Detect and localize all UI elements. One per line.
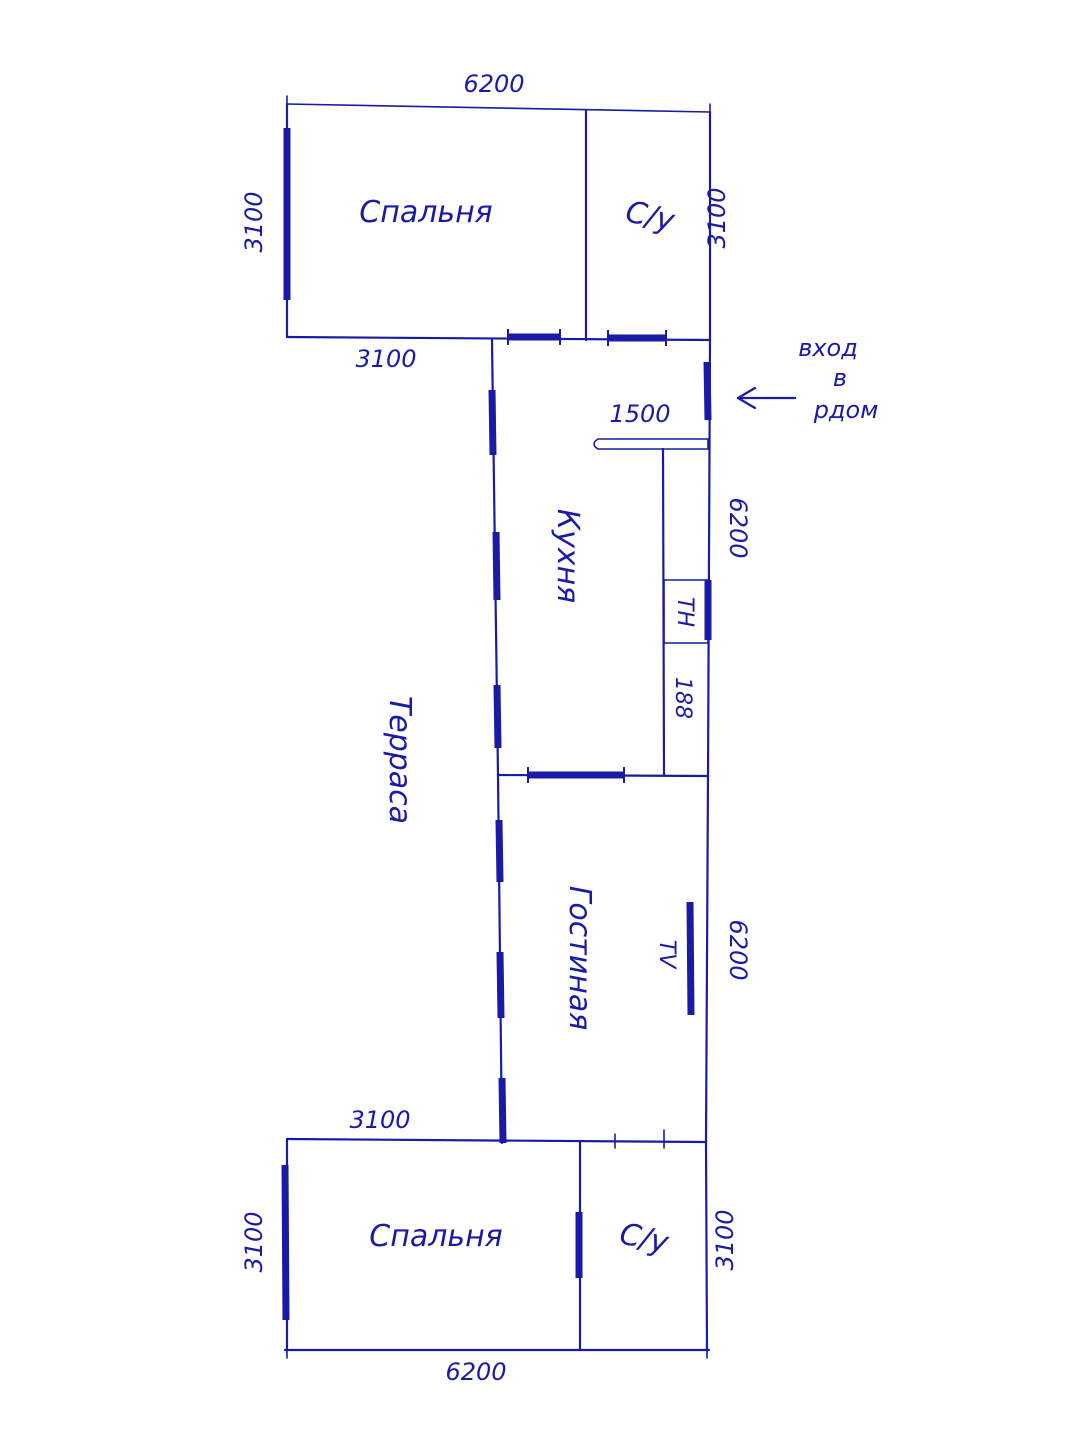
bottom-block-windows — [281, 1164, 583, 1321]
dim-bottom-width: 6200 — [445, 1358, 506, 1386]
dim-kitchen-right: 6200 — [724, 497, 752, 558]
label-bedroom-top: Спальня — [359, 195, 492, 230]
dim-top-right-height: 3100 — [703, 187, 731, 248]
window-entry — [703, 361, 712, 421]
dim-188: 188 — [670, 677, 695, 719]
window-living-1 — [495, 819, 504, 883]
window-bedroom-bottom-left — [281, 1164, 290, 1321]
dim-top-width: 6200 — [463, 70, 524, 98]
dim-top-bottom-segment: 3100 — [355, 345, 416, 373]
top-block-windows — [283, 128, 667, 346]
kitchen-windows — [488, 361, 712, 783]
label-tn: ТН — [672, 597, 697, 627]
label-bedroom-bottom: Спальня — [369, 1219, 502, 1254]
dim-entry-width: 1500 — [609, 400, 670, 428]
dim-bottom-left-height: 3100 — [240, 1211, 268, 1272]
window-kitchen-2 — [492, 531, 501, 601]
entrance-arrow — [736, 386, 797, 410]
window-kitchen-3 — [493, 684, 502, 749]
label-terrace: Терраса — [382, 696, 417, 824]
label-bath-top: С/у — [622, 195, 678, 240]
label-kitchen: Кухня — [550, 509, 585, 603]
window-kitchen-1 — [488, 389, 497, 456]
dim-bottom-right-height: 3100 — [711, 1209, 739, 1270]
entrance-line-3: рдом — [813, 396, 879, 424]
dim-bottom-top-segment: 3100 — [349, 1106, 410, 1134]
window-living-2 — [496, 951, 505, 1019]
entrance-line-1: вход — [798, 334, 858, 362]
tv-unit — [686, 901, 695, 1016]
dim-living-right: 6200 — [724, 919, 752, 980]
window-living-3 — [498, 1077, 507, 1144]
label-tv: TV — [654, 940, 679, 970]
entrance-line-2: в — [833, 364, 847, 392]
dim-top-left-height: 3100 — [240, 191, 268, 252]
living-windows — [495, 819, 695, 1144]
label-bath-bottom: С/у — [616, 1217, 672, 1262]
label-living: Гостиная — [562, 886, 597, 1031]
